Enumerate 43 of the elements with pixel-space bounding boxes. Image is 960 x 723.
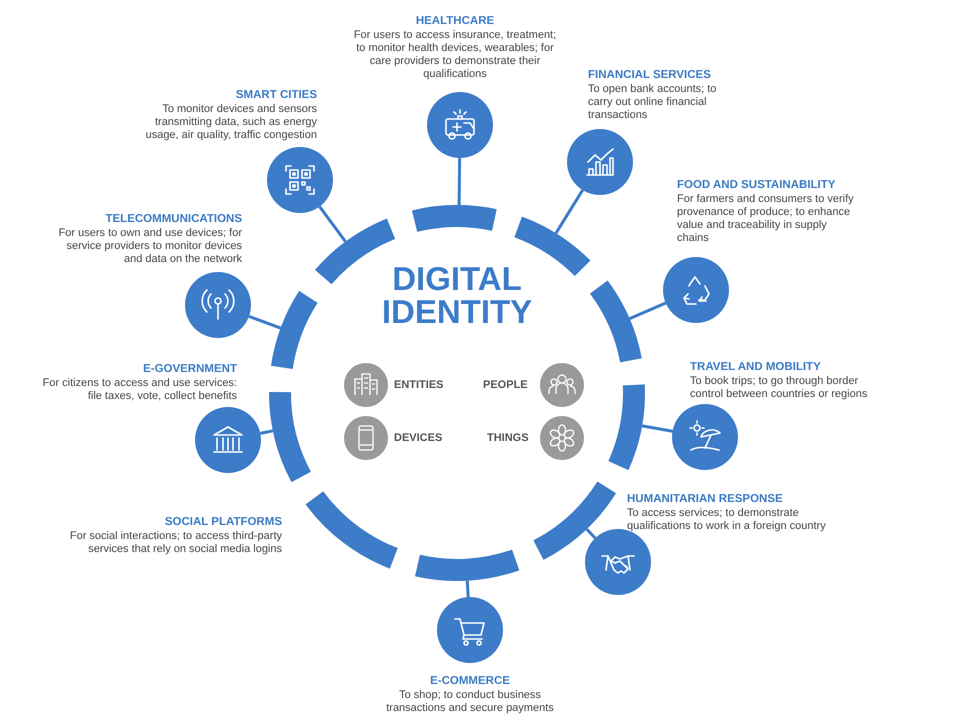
category-word: DEVICES — [394, 432, 444, 444]
category-heading: FOOD AND SUSTAINABILITY — [677, 178, 836, 192]
category-word: ENTITIES — [394, 379, 445, 391]
category-word: PEOPLE — [483, 379, 529, 391]
ring-segment — [306, 491, 398, 569]
connector-line — [629, 302, 666, 320]
category-heading: HEALTHCARE — [414, 14, 496, 28]
ring-segment — [270, 290, 318, 369]
ring-segment — [412, 205, 497, 232]
category-description: To book trips; to go through border control between countries or regions — [690, 375, 868, 401]
connector-line — [586, 528, 596, 540]
ring-segment — [314, 218, 396, 284]
category-description: To shop; to conduct business transactions and secure payments — [385, 689, 555, 715]
ring-segment — [590, 280, 642, 362]
connector-line — [458, 158, 462, 206]
connector-line — [318, 206, 347, 243]
category-heading: E-GOVERNMENT — [142, 362, 237, 376]
ring-segment — [415, 550, 520, 581]
category-description: For users to access insurance, treatment; to monitor health devices, wearables; for care providers to demonstrate their qualifications — [352, 29, 558, 81]
connector-line — [642, 424, 673, 433]
category-heading: SOCIAL PLATFORMS — [164, 515, 282, 529]
category-description: To access services; to demonstrate qualifications to work in a foreign country — [627, 507, 827, 533]
category-heading: SMART CITIES — [234, 88, 317, 102]
ring-segment — [533, 482, 616, 560]
connector-line — [554, 189, 584, 234]
category-heading: TELECOMMUNICATIONS — [104, 212, 242, 226]
category-description: For social interactions; to access third-party services that rely on social media logins — [68, 530, 282, 556]
category-description: To open bank accounts; to carry out online financial transactions — [588, 83, 718, 122]
connector-line — [248, 315, 282, 330]
category-heading: TRAVEL AND MOBILITY — [690, 360, 822, 374]
category-heading: E-COMMERCE — [429, 674, 511, 688]
connector-line — [466, 580, 470, 598]
ring-segment — [608, 384, 645, 470]
category-word: THINGS — [487, 432, 530, 444]
category-description: For farmers and consumers to verify provenance of produce; to enhance value and traceability in supply chains — [677, 193, 855, 245]
center-heading: DIGITAL IDENTITY — [357, 262, 557, 328]
category-heading: HUMANITARIAN RESPONSE — [627, 492, 784, 506]
ring-segment — [269, 392, 311, 482]
category-heading: FINANCIAL SERVICES — [588, 68, 712, 82]
category-description: To monitor devices and sensors transmitting data, such as energy usage, air quality, traffic congestion — [144, 103, 317, 142]
connector-line — [260, 429, 274, 435]
category-description: For citizens to access and use services: file taxes, vote, collect benefits — [42, 377, 237, 403]
category-description: For users to own and use devices; for service providers to monitor devices and data on the network — [58, 227, 242, 266]
